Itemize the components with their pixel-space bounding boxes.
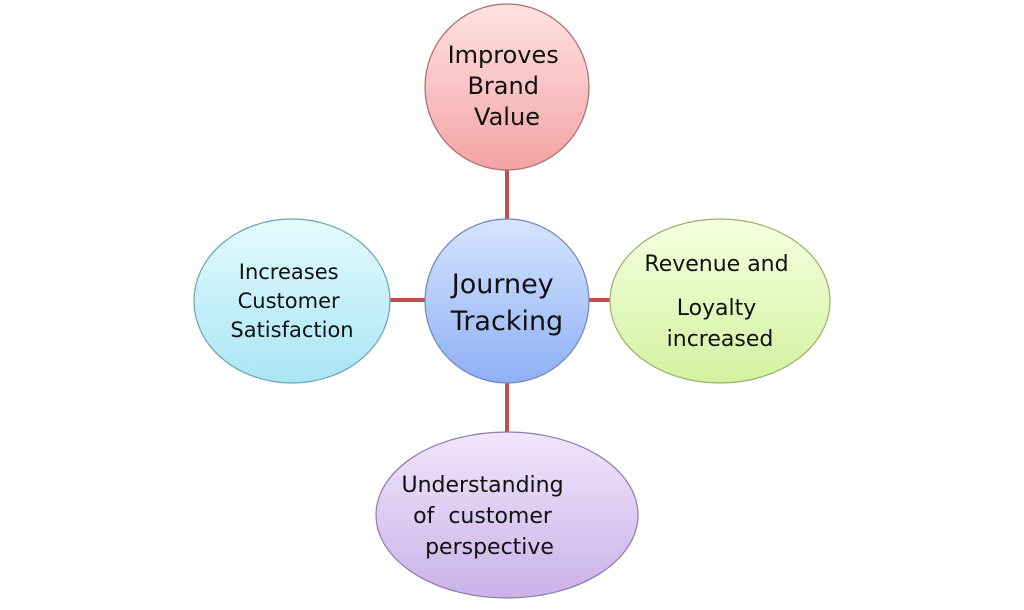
- node-left-line-1: Increases: [239, 260, 339, 284]
- node-bottom-shape: [375, 431, 639, 599]
- node-increases-customer-satisfaction: Increases Customer Satisfaction: [193, 218, 391, 384]
- node-center-shape: [424, 218, 590, 384]
- node-right-shape: [609, 218, 831, 384]
- node-top-line-3: Value: [474, 103, 540, 131]
- node-top-shape: [424, 3, 590, 171]
- node-top-line-2: Brand: [467, 72, 538, 100]
- node-left-shape: [193, 218, 391, 384]
- svg-text:Improves Brand Val: Improves Brand Value: [448, 41, 567, 131]
- node-understanding-customer-perspective: Understanding of customer perspective: [375, 431, 639, 599]
- node-bottom-line-2: of customer: [413, 504, 553, 529]
- node-right-line-1: Revenue and: [644, 252, 788, 277]
- node-journey-tracking: Journey Tracking: [424, 218, 590, 384]
- node-center-line-1: Journey: [450, 269, 554, 300]
- node-right-line-2: Loyalty: [677, 296, 757, 321]
- node-top-line-1: Improves: [448, 41, 559, 69]
- svg-text:Increases Customer: Increases Customer Satisfaction: [230, 260, 353, 342]
- connectors: [388, 170, 612, 433]
- node-left-line-2: Customer: [238, 289, 340, 313]
- node-right-line-3: increased: [667, 327, 774, 352]
- node-bottom-line-1: Understanding: [401, 473, 563, 498]
- node-revenue-loyalty-increased: Revenue and Loyalty increased: [609, 218, 831, 384]
- node-improves-brand-value: Improves Brand Value: [424, 3, 590, 171]
- svg-text:Journey Tracking: Journey Tracking: [450, 269, 563, 337]
- node-bottom-line-3: perspective: [425, 535, 554, 560]
- svg-text:Revenue and Loyalty: Revenue and Loyalty increased: [644, 252, 795, 352]
- node-left-line-3: Satisfaction: [230, 318, 353, 342]
- svg-text:Understanding of custom: Understanding of customer perspective: [401, 473, 563, 560]
- node-center-line-2: Tracking: [450, 306, 563, 337]
